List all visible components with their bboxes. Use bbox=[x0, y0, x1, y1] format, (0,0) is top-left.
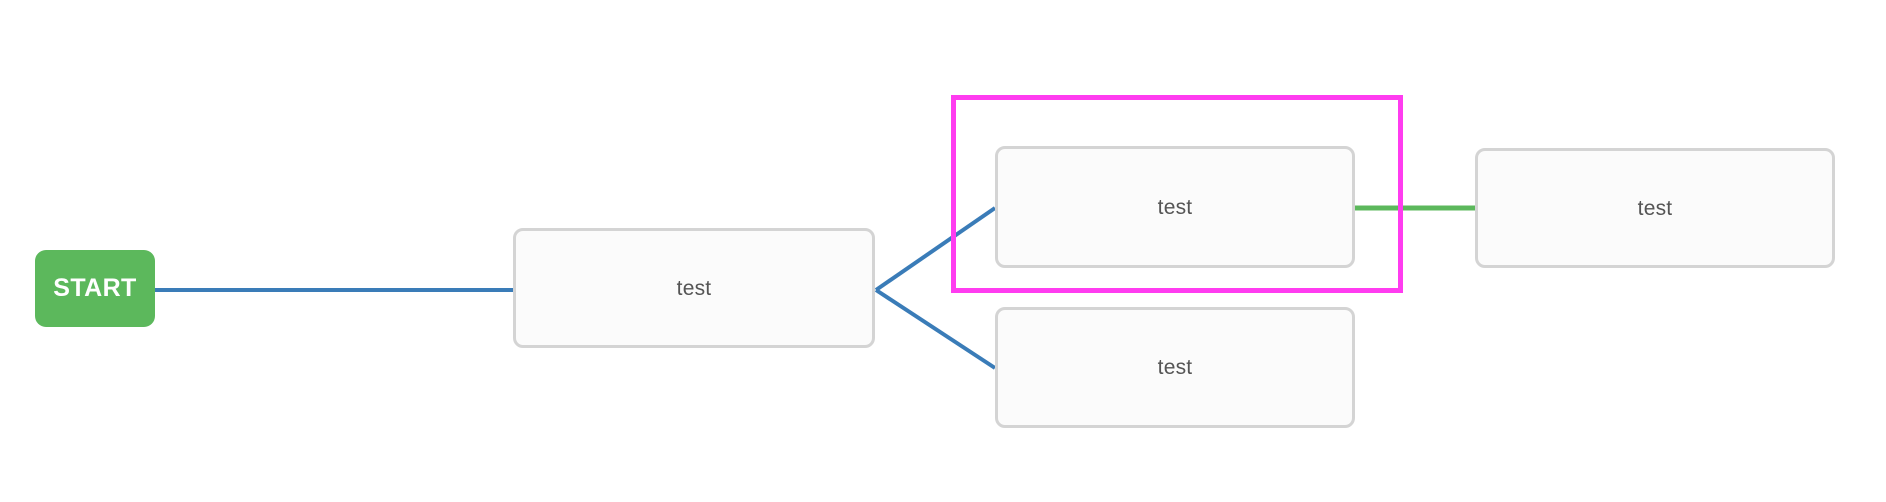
edge-task-1-to-task-4 bbox=[874, 288, 997, 370]
node-task-3-label: test bbox=[1637, 196, 1673, 220]
node-task-1-label: test bbox=[676, 276, 712, 300]
node-start-label: START bbox=[53, 274, 137, 302]
node-task-3[interactable]: test bbox=[1475, 148, 1835, 268]
node-task-2[interactable]: test bbox=[995, 146, 1355, 268]
selection-highlight-box[interactable] bbox=[951, 95, 1403, 293]
node-task-4[interactable]: test bbox=[995, 307, 1355, 428]
node-task-4-label: test bbox=[1157, 356, 1193, 379]
node-task-1[interactable]: test bbox=[513, 228, 875, 348]
node-start[interactable]: START bbox=[35, 250, 155, 327]
node-task-2-label: test bbox=[1157, 195, 1193, 219]
